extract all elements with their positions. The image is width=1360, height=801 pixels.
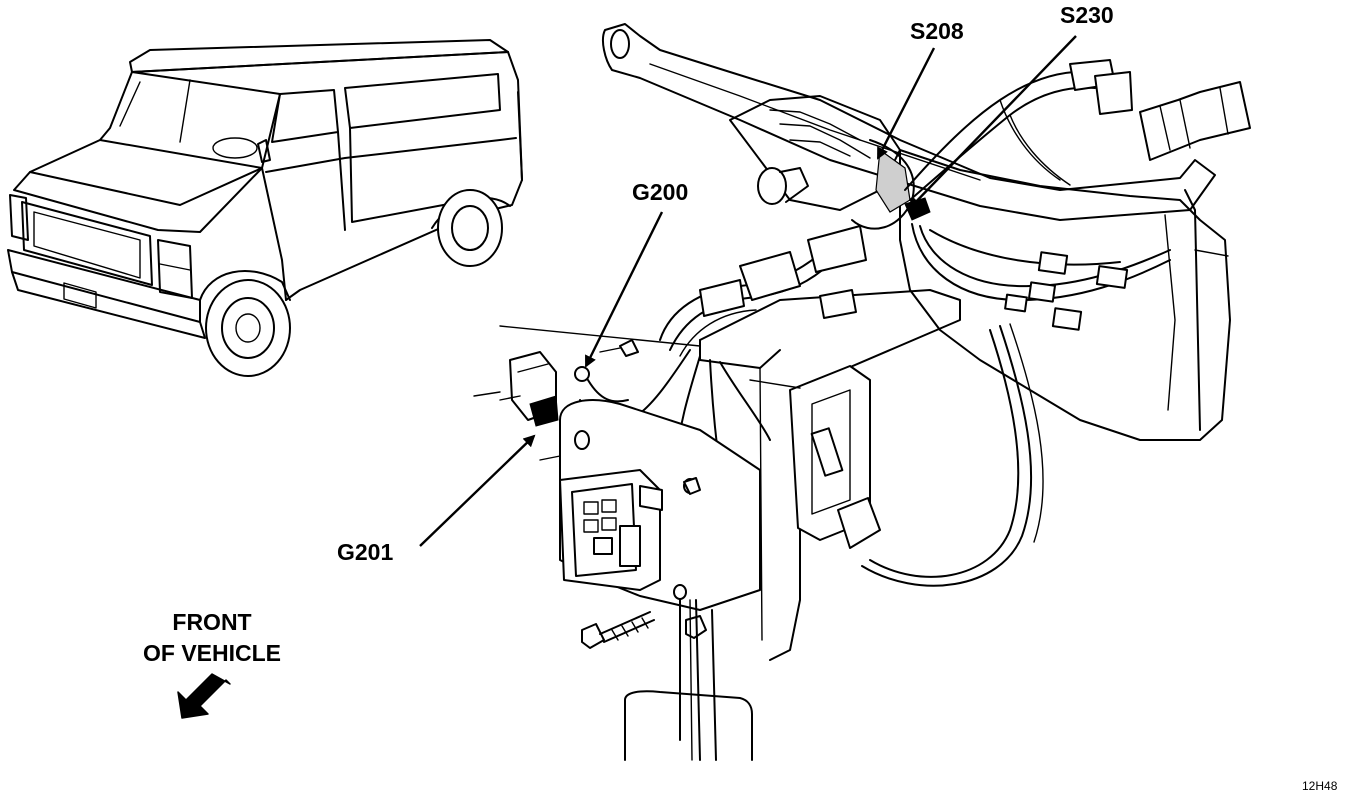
label-g200: G200 — [632, 179, 688, 205]
leader-g200 — [584, 211, 664, 368]
label-s208: S208 — [910, 18, 964, 44]
callout-leaders — [419, 35, 1077, 547]
leader-g201 — [419, 434, 536, 547]
arrow-down-left-icon — [177, 673, 231, 719]
figure-code: 12H48 — [1302, 779, 1338, 793]
label-s230: S230 — [1060, 2, 1114, 28]
leader-s230 — [908, 35, 1077, 210]
front-label-line2: OF VEHICLE — [143, 640, 281, 666]
leader-s208 — [876, 47, 936, 160]
dash-assembly — [473, 23, 1251, 761]
bolt — [581, 611, 655, 649]
label-g201: G201 — [337, 539, 393, 565]
front-label-line1: FRONT — [172, 609, 251, 635]
van-illustration — [7, 39, 523, 377]
